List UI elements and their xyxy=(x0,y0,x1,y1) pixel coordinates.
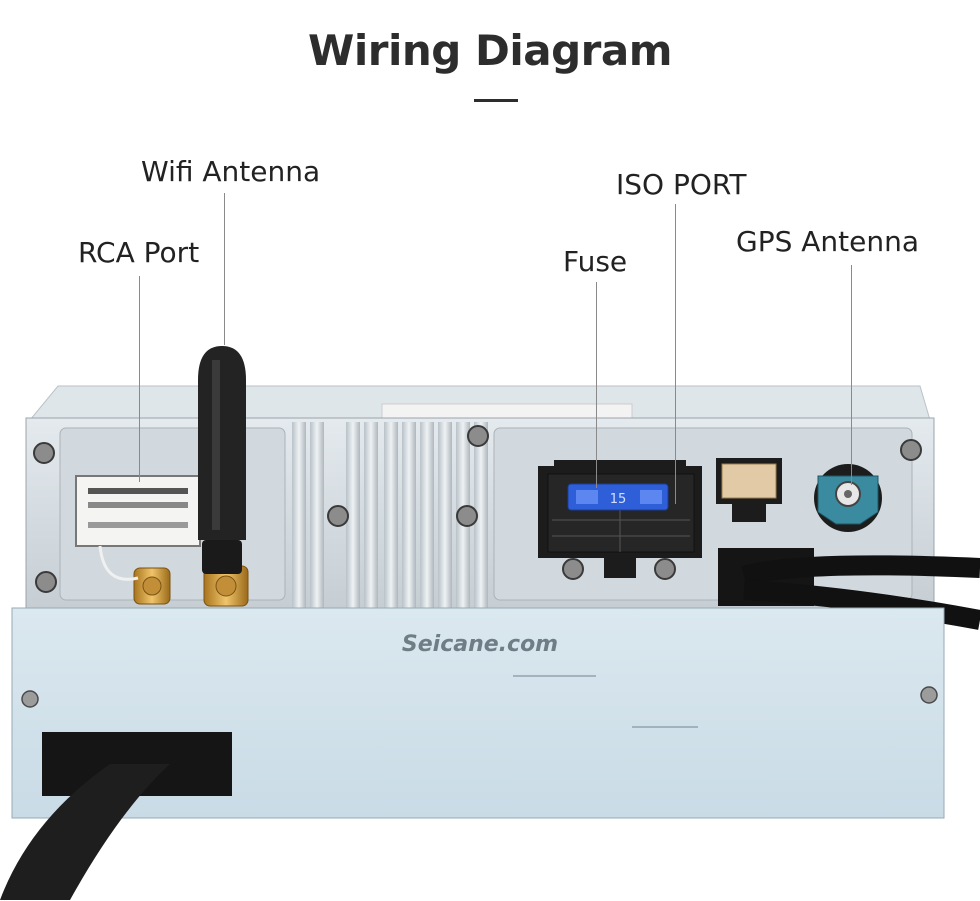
fuse-rating: 15 xyxy=(610,492,627,507)
leader-gps-antenna xyxy=(851,265,852,485)
rca-port-pins xyxy=(88,488,188,528)
screw-icon xyxy=(33,425,922,593)
braided-harness xyxy=(0,764,170,900)
label-sticker xyxy=(381,403,633,419)
label-gps-antenna: GPS Antenna xyxy=(736,225,920,258)
gps-antenna-connector xyxy=(814,464,882,532)
leader-wifi-antenna xyxy=(224,193,225,345)
leader-rca-port xyxy=(139,276,140,482)
watermark: Seicane.com xyxy=(402,632,558,657)
label-rca-port: RCA Port xyxy=(78,236,200,269)
diagram-title: Wiring Diagram xyxy=(308,26,672,75)
title-underline xyxy=(474,99,518,102)
rca-gold-connector xyxy=(133,567,171,605)
rca-wire xyxy=(98,545,139,581)
fuse: 15 xyxy=(567,483,669,511)
wifi-gold-connector xyxy=(203,565,249,607)
leader-fuse xyxy=(596,282,597,488)
label-fuse: Fuse xyxy=(563,245,628,278)
label-iso-port: ISO PORT xyxy=(616,168,747,201)
label-wifi-antenna: Wifi Antenna xyxy=(141,155,321,188)
screw-icon xyxy=(21,686,938,708)
cable-plug xyxy=(718,548,980,630)
wifi-antenna xyxy=(198,346,246,574)
small-beige-connector xyxy=(716,458,782,522)
rca-port-connector xyxy=(75,475,201,547)
leader-iso-port xyxy=(675,204,676,504)
